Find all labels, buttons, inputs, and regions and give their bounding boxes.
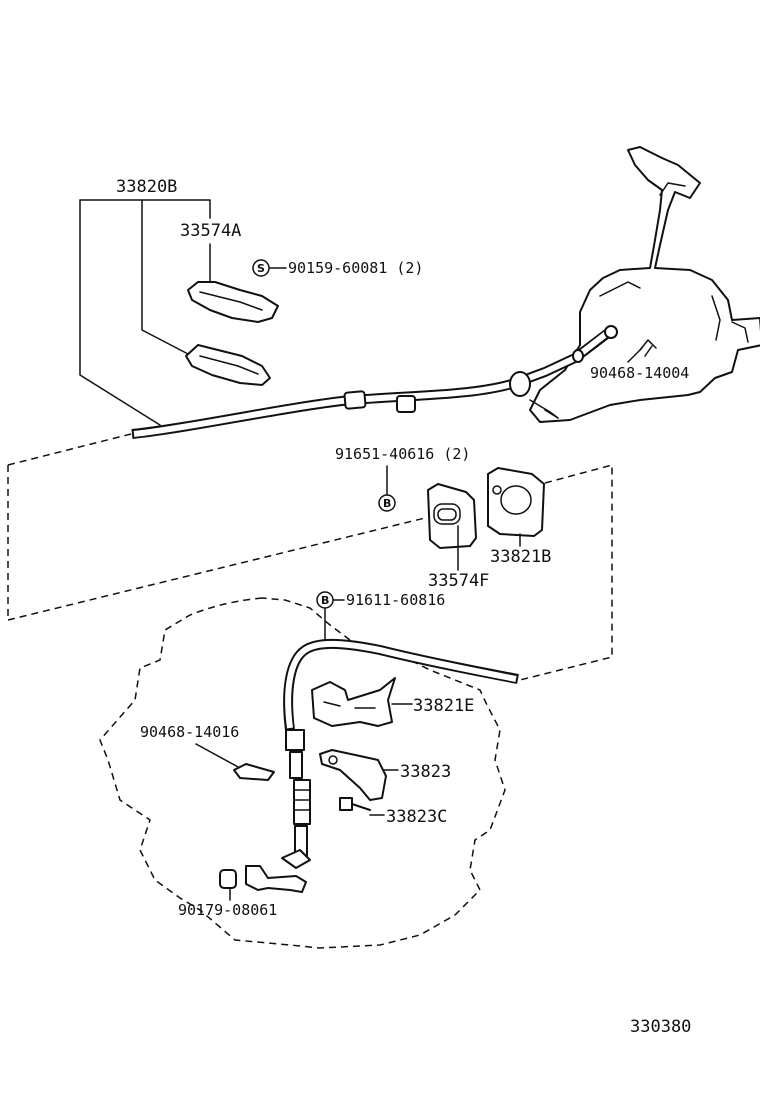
lower-cable <box>281 638 519 869</box>
grommet-33574f: 33574F <box>427 483 489 591</box>
label-90468-14004: 90468-14004 <box>590 364 689 382</box>
svg-text:B: B <box>383 497 391 510</box>
b-mark-icon <box>316 591 334 609</box>
callout-33820b: 33820B <box>79 177 211 426</box>
s-mark-icon <box>252 259 270 277</box>
label-91651: 91651-40616 (2) <box>335 445 470 463</box>
label-91611: 91611-60816 <box>346 591 445 609</box>
label-90468-14016: 90468-14016 <box>140 723 239 741</box>
label-33820b: 33820B <box>116 177 177 197</box>
callout-91651: 91651-40616 (2) B <box>335 445 470 512</box>
bracket-33821e: 33821E <box>311 677 474 727</box>
clip-90468-14016: 90468-14016 <box>140 723 275 781</box>
lever-33823: 33823 <box>319 749 451 801</box>
b-mark-icon <box>378 494 396 512</box>
label-33821b: 33821B <box>490 547 551 567</box>
transmission-control-cable <box>131 325 618 439</box>
retainer-33574a: 33574A <box>180 221 279 323</box>
retainer-plate <box>185 344 271 386</box>
diagram-number: 330380 <box>630 1017 691 1037</box>
callout-90159: S 90159-60081 (2) <box>252 259 423 277</box>
washer-90179: 90179-08061 <box>178 865 307 919</box>
label-33823: 33823 <box>400 762 451 782</box>
bolt-33823c: 33823C <box>339 797 447 827</box>
callout-91611: B 91611-60816 <box>316 591 445 641</box>
svg-text:B: B <box>321 594 329 607</box>
dashed-reference-box <box>7 432 613 681</box>
transmission-case-outline <box>99 597 506 949</box>
label-33823c: 33823C <box>386 807 447 827</box>
label-33574f: 33574F <box>428 571 489 591</box>
plate-33821b: 33821B <box>487 467 551 567</box>
label-33821e: 33821E <box>413 696 474 716</box>
callout-90468-14004: 90468-14004 <box>590 347 689 382</box>
label-90159: 90159-60081 (2) <box>288 259 423 277</box>
label-33574a: 33574A <box>180 221 241 241</box>
svg-text:S: S <box>257 262 265 275</box>
label-90179: 90179-08061 <box>178 901 277 919</box>
